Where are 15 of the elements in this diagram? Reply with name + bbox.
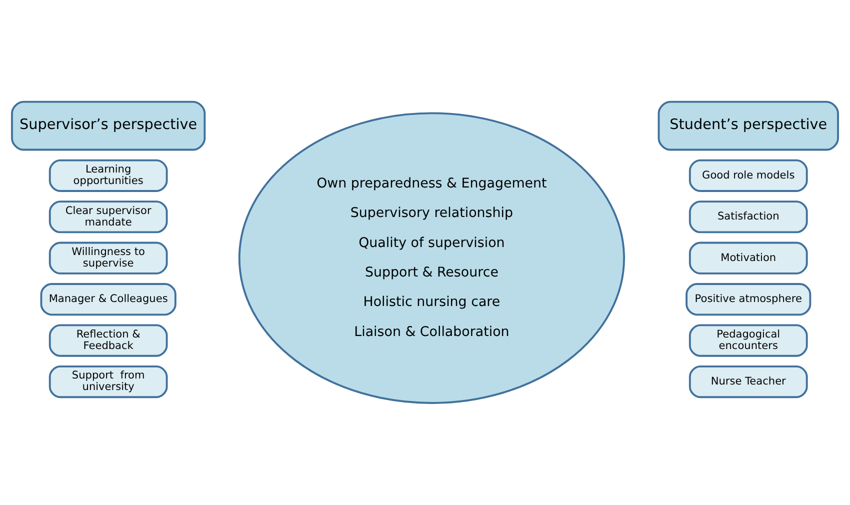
- node-box: Reflection & Feedback: [48, 324, 168, 357]
- node-box: Nurse Teacher: [688, 365, 808, 398]
- node-box: Student’s perspective: [658, 100, 839, 151]
- node-box: Satisfaction: [688, 200, 808, 234]
- node-box: Pedagogical encounters: [688, 324, 808, 357]
- node-box: Clear supervisor mandate: [48, 200, 168, 234]
- node-box: Support from university: [48, 365, 168, 398]
- node-box: Learning opportunities: [48, 159, 168, 192]
- node-box: Positive atmosphere: [686, 283, 812, 316]
- node-ellipse: Own preparedness & Engagement Supervisory relationship Quality of supervision Support & Resource Holistic nursing care Liaison & Collaboration: [238, 112, 626, 404]
- node-box: Motivation: [688, 242, 808, 274]
- node-box: Willingness to supervise: [48, 242, 168, 274]
- node-box: Manager & Colleagues: [40, 283, 176, 316]
- node-box: Good role models: [688, 159, 808, 192]
- node-box: Supervisor’s perspective: [11, 100, 206, 151]
